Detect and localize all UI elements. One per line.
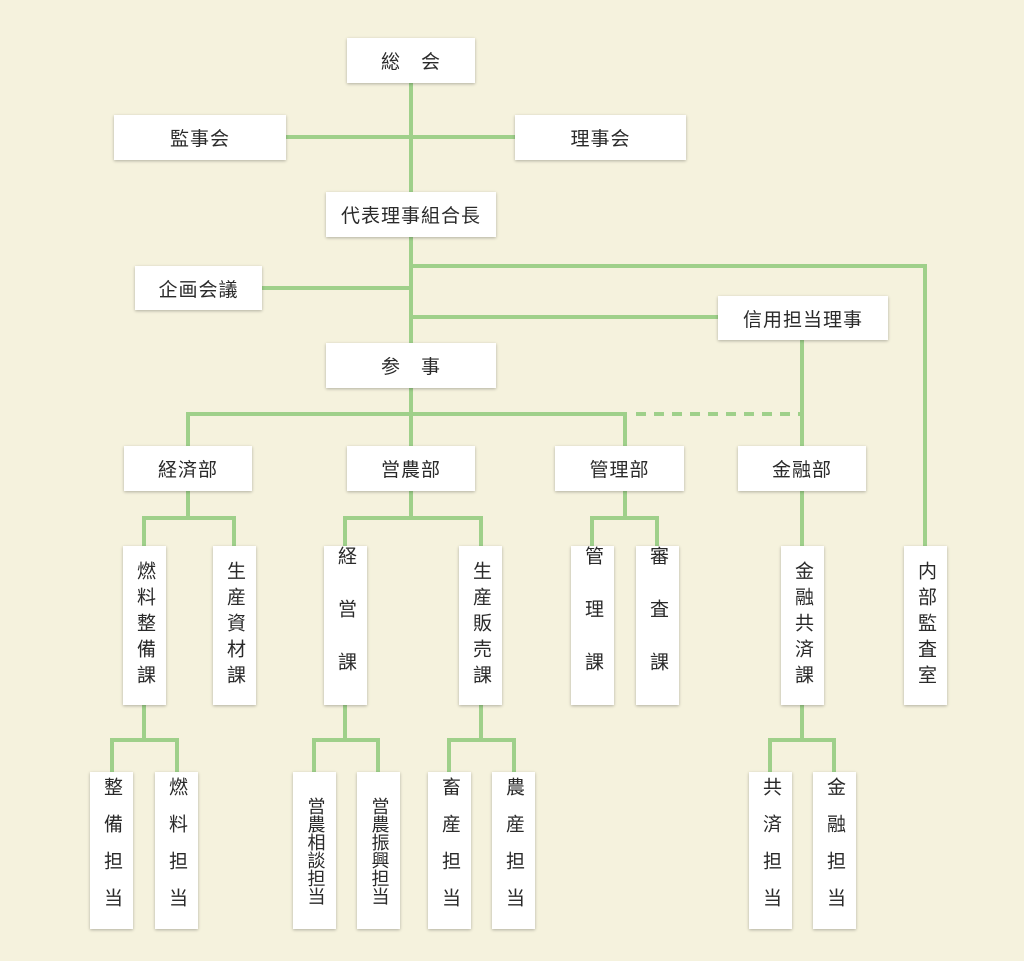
kyosai-staff-box: 共済担当 — [749, 772, 792, 929]
chikusan-staff-box: 畜産担当 — [428, 772, 471, 929]
sanji-box: 参 事 — [326, 343, 496, 388]
kanri-dept-box: 管理部 — [555, 446, 684, 491]
rijikai-box: 理事会 — [515, 115, 686, 160]
einou-dept-box: 営農部 — [347, 446, 475, 491]
einou-shinko-staff-box: 営農振興担当 — [357, 772, 400, 929]
kinyu-dept-box: 金融部 — [738, 446, 866, 491]
nousan-staff-box: 農産担当 — [492, 772, 535, 929]
soukai-box: 総 会 — [347, 38, 475, 83]
naibu-kansa-section-box: 内部監査室 — [904, 546, 947, 705]
nenryo-staff-box: 燃料担当 — [155, 772, 198, 929]
keizai-dept-box: 経済部 — [124, 446, 252, 491]
kikaku-box: 企画会議 — [135, 266, 262, 310]
nenryo-seibi-section-box: 燃料整備課 — [123, 546, 166, 705]
president-box: 代表理事組合長 — [326, 192, 496, 237]
einou-soudan-staff-box: 営農相談担当 — [293, 772, 336, 929]
kinyu-staff-box: 金融担当 — [813, 772, 856, 929]
shinsa-section-box: 審査課 — [636, 546, 679, 705]
kanri-section-box: 管理課 — [571, 546, 614, 705]
kanjikai-box: 監事会 — [114, 115, 286, 160]
shinyo-riji-box: 信用担当理事 — [718, 296, 888, 340]
seisan-hanbai-section-box: 生産販売課 — [459, 546, 502, 705]
kinyu-kyosai-section-box: 金融共済課 — [781, 546, 824, 705]
keiei-section-box: 経営課 — [324, 546, 367, 705]
seibi-staff-box: 整備担当 — [90, 772, 133, 929]
seisan-shizai-section-box: 生産資材課 — [213, 546, 256, 705]
